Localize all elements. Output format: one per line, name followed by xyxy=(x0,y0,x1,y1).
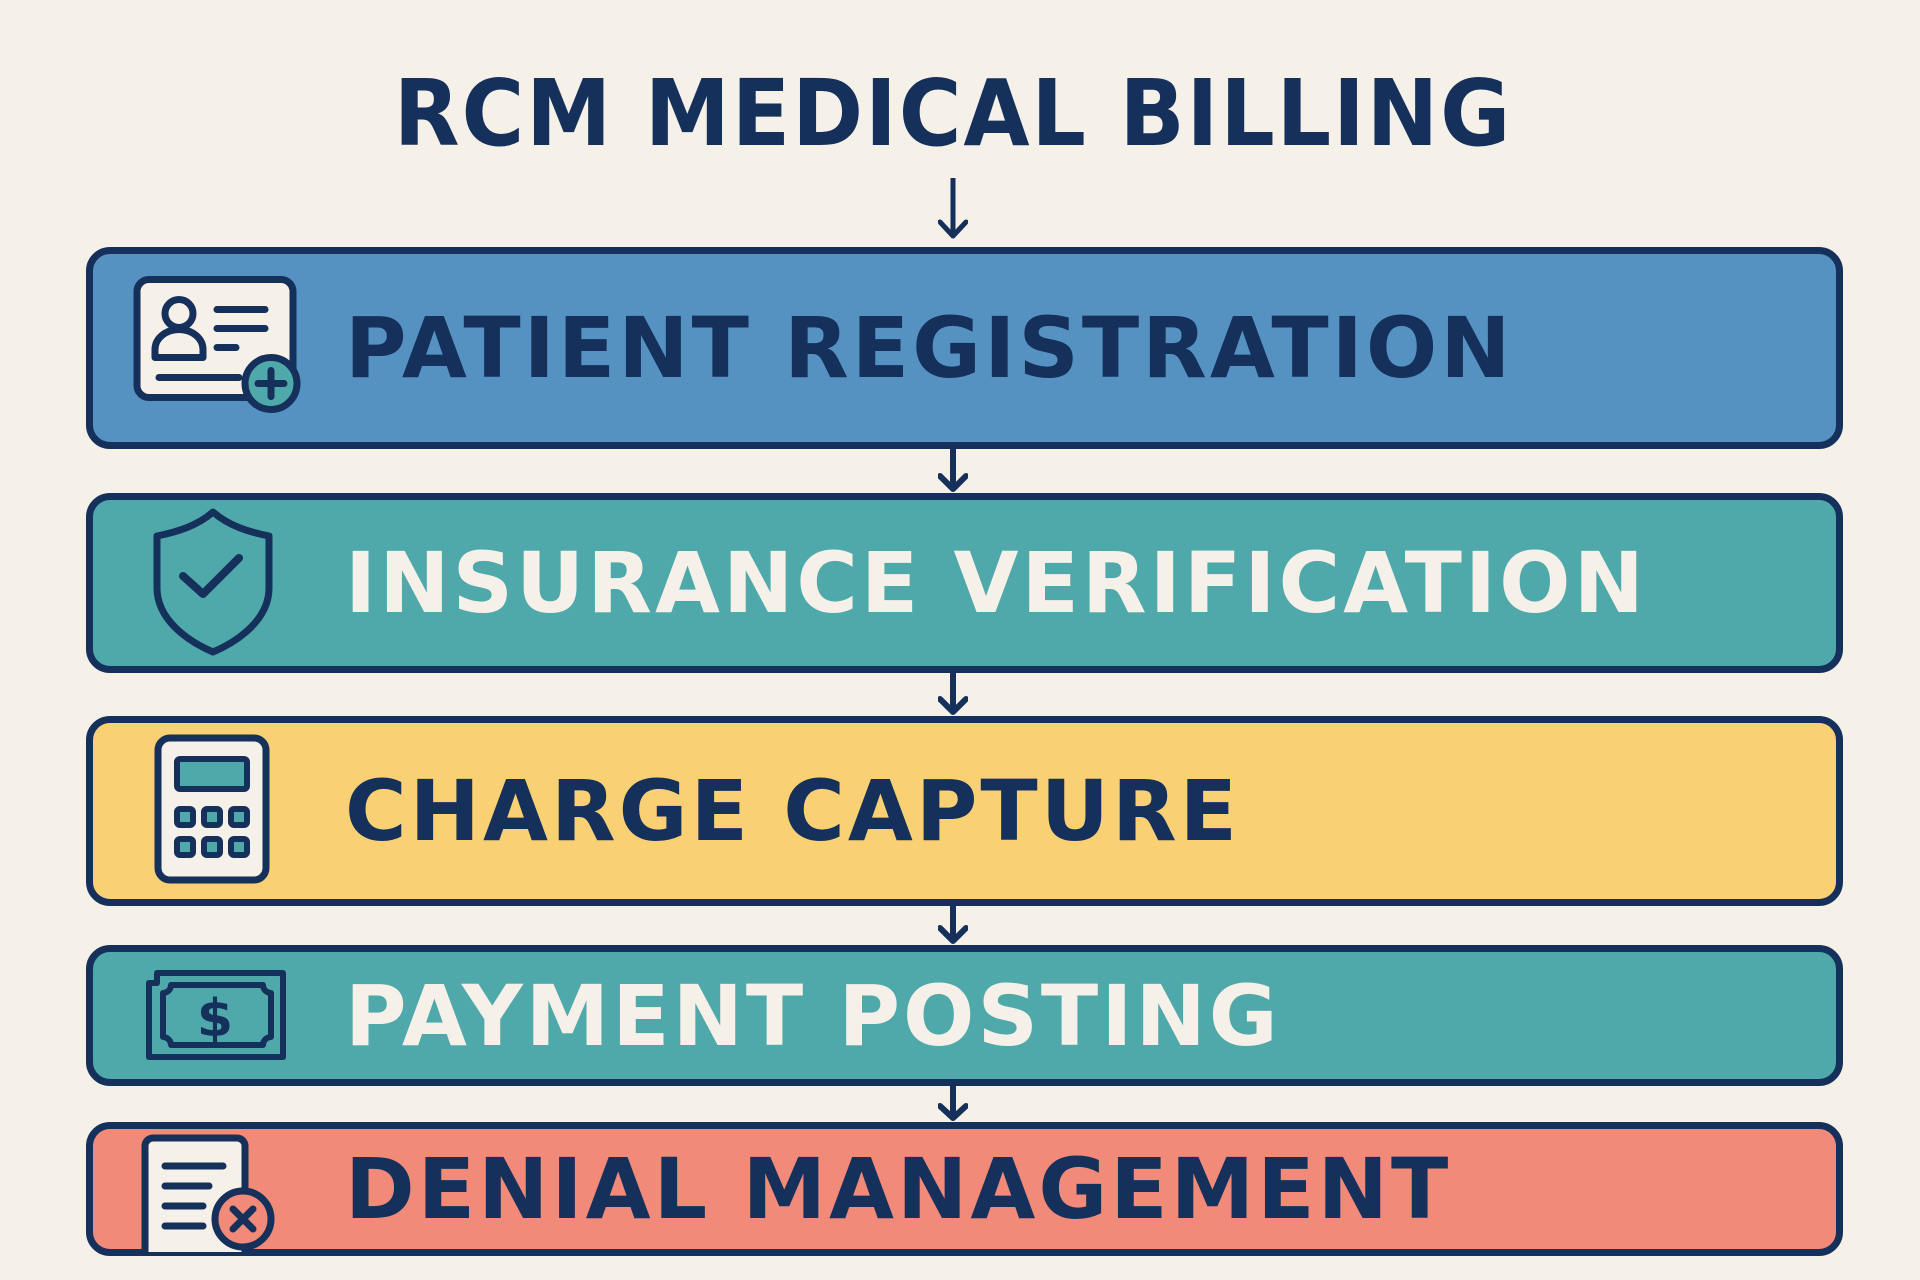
dollar-bill-icon: $ xyxy=(143,965,288,1067)
step-label: CHARGE CAPTURE xyxy=(345,762,1241,860)
step-payment-posting: $ PAYMENT POSTING xyxy=(86,945,1843,1086)
step-charge-capture: CHARGE CAPTURE xyxy=(86,716,1843,906)
id-card-plus-icon xyxy=(131,274,306,423)
step-denial-management: DENIAL MANAGEMENT xyxy=(86,1122,1843,1256)
svg-text:$: $ xyxy=(197,989,233,1049)
page-title: RCM MEDICAL BILLING xyxy=(393,60,1513,167)
step-label: INSURANCE VERIFICATION xyxy=(345,534,1647,632)
step-patient-registration: PATIENT REGISTRATION xyxy=(86,247,1843,449)
calculator-icon xyxy=(153,733,271,889)
step-label: PATIENT REGISTRATION xyxy=(345,299,1514,397)
step-label: DENIAL MANAGEMENT xyxy=(345,1140,1452,1238)
arrow-down-icon xyxy=(938,673,968,716)
step-insurance-verification: INSURANCE VERIFICATION xyxy=(86,493,1843,673)
shield-check-icon xyxy=(149,506,277,660)
arrow-down-icon xyxy=(938,1086,968,1122)
document-x-icon xyxy=(139,1132,279,1256)
arrow-down-icon xyxy=(938,449,968,493)
arrow-down-icon xyxy=(938,178,968,240)
step-label: PAYMENT POSTING xyxy=(345,966,1281,1065)
arrow-down-icon xyxy=(938,906,968,945)
